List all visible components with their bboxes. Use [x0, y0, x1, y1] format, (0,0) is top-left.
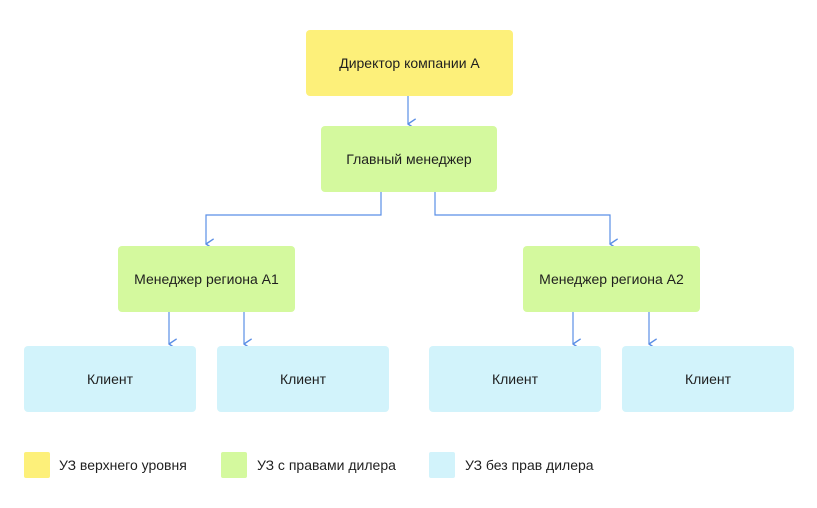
legend-label-dealer: УЗ с правами дилера [257, 457, 396, 473]
connector-head-to-a1 [205, 192, 382, 250]
region-manager-a2-label: Менеджер региона А2 [539, 271, 684, 287]
director-node: Директор компании А [306, 30, 513, 96]
head-manager-node: Главный менеджер [321, 126, 497, 192]
director-label: Директор компании А [339, 55, 480, 71]
client-node-4: Клиент [622, 346, 794, 412]
head-manager-label: Главный менеджер [346, 151, 472, 167]
legend-swatch-top-level [24, 452, 50, 478]
client-node-2: Клиент [217, 346, 389, 412]
client-label: Клиент [491, 371, 539, 387]
region-manager-a1-node: Менеджер региона А1 [118, 246, 295, 312]
client-label: Клиент [279, 371, 327, 387]
legend-label-no-dealer: УЗ без прав дилера [465, 457, 594, 473]
client-label: Клиент [684, 371, 732, 387]
legend-label-top-level: УЗ верхнего уровня [59, 457, 187, 473]
legend-swatch-no-dealer [429, 452, 455, 478]
region-manager-a2-node: Менеджер региона А2 [523, 246, 700, 312]
legend-swatch-dealer [221, 452, 247, 478]
client-node-3: Клиент [429, 346, 601, 412]
connector-head-to-a2 [434, 192, 618, 250]
client-label: Клиент [86, 371, 134, 387]
region-manager-a1-label: Менеджер региона А1 [134, 271, 279, 287]
client-node-1: Клиент [24, 346, 196, 412]
